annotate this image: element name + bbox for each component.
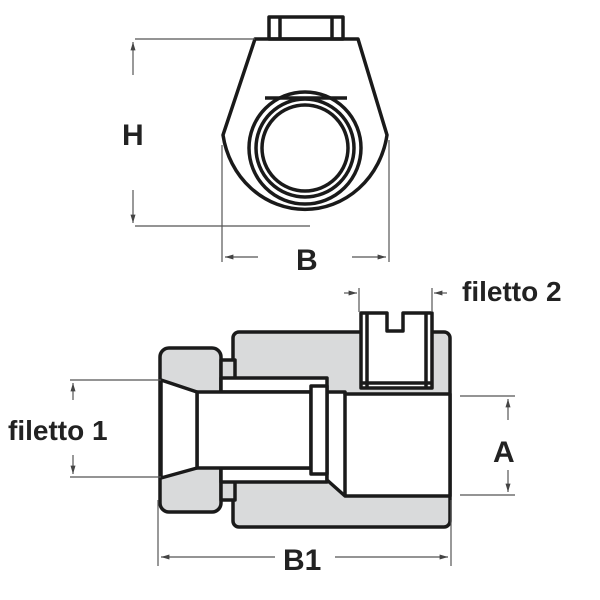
dimension-filetto-2: filetto 2 bbox=[344, 276, 562, 312]
label-h: H bbox=[122, 119, 144, 152]
eye-body bbox=[221, 37, 389, 212]
label-b: B bbox=[296, 244, 318, 277]
label-filetto-2: filetto 2 bbox=[462, 276, 562, 307]
label-b1: B1 bbox=[283, 544, 321, 577]
side-port bbox=[359, 311, 434, 390]
dimension-b: B bbox=[221, 140, 390, 277]
label-a: A bbox=[493, 436, 515, 469]
section-view bbox=[158, 311, 452, 529]
outlet-bore bbox=[325, 390, 452, 498]
dimension-filetto-1: filetto 1 bbox=[8, 379, 161, 478]
dimension-a: A bbox=[460, 395, 515, 496]
dimension-h: H bbox=[122, 38, 310, 227]
top-view bbox=[221, 15, 389, 212]
inlet-cone bbox=[159, 378, 199, 480]
label-filetto-1: filetto 1 bbox=[8, 415, 108, 446]
dimension-b1: B1 bbox=[157, 500, 452, 577]
